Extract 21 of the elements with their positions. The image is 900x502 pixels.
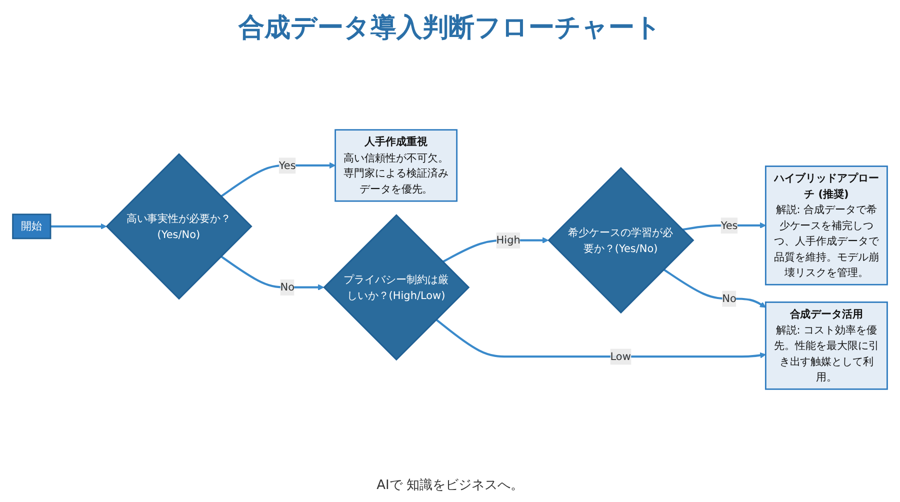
arrow [50,223,107,230]
arrow [220,255,324,290]
edge-label: No [280,280,294,294]
arrow [220,162,336,198]
edge-label: Yes [278,159,296,172]
node-box: ハイブリッドアプローチ (推奨) 解説: 合成データで希少ケースを補完しつつ、人手作成データで品質を維持。モデル崩壊リスクを管理。 [764,166,888,286]
node-box: 人手作成重視 高い信頼性が不可欠。専門家による検証済みデータを優先。 [334,129,458,202]
edge-label: No [722,292,736,305]
node-diamond: 高い事実性が必要か？(Yes/No) [106,153,252,300]
node-box: 開始 [12,214,52,240]
node-diamond: 希少ケースの学習が必要か？(Yes/No) [548,167,694,314]
caption: AIで 知識をビジネスへ。 [376,477,524,494]
arrow [436,318,766,358]
edge-label: High [496,234,520,246]
node-diamond: プライバシー制約は厳しいか？(High/Low) [323,214,470,361]
edge-label: Yes [720,218,738,232]
arrow [682,222,766,231]
node-box: 合成データ活用 解説: コスト効率を優先。性能を最大限に引き出す触媒として利用。 [764,302,888,390]
edge-label: Low [610,350,631,363]
arrow [663,268,766,308]
title: 合成データ導入判断フローチャート [238,12,662,45]
